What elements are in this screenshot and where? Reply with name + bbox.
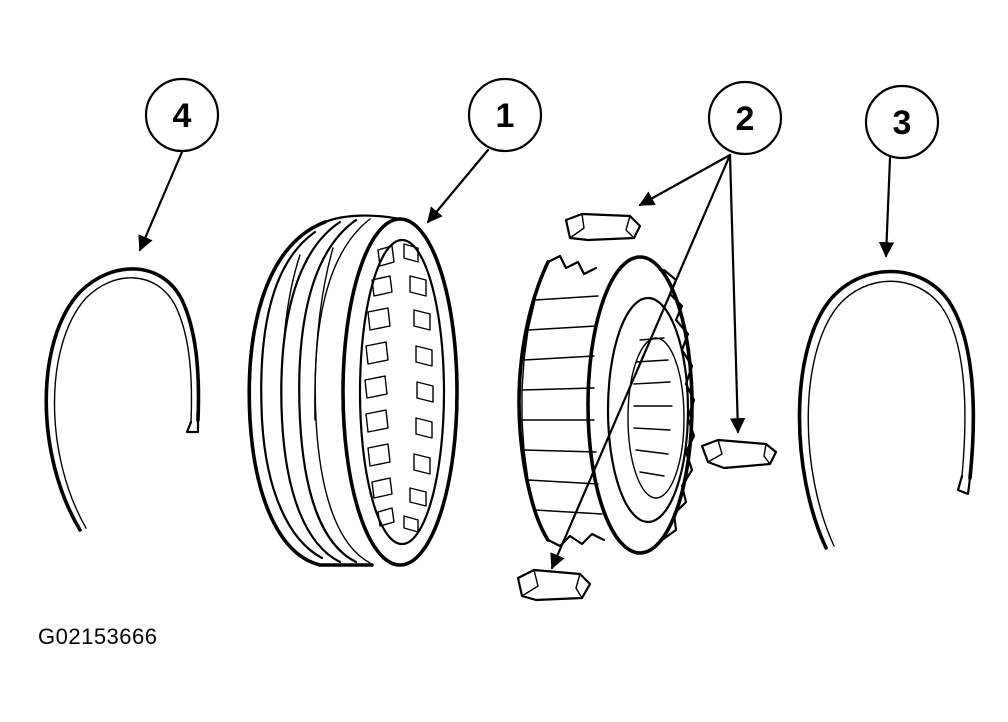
- synchronizer-insert-top-icon: [564, 212, 642, 242]
- synchronizer-insert-bottom-icon: [516, 568, 592, 602]
- callout-4-label: 4: [173, 97, 192, 135]
- callout-2-label: 2: [736, 100, 755, 138]
- synchronizer-sleeve-icon: [247, 214, 459, 567]
- callout-1: 1: [467, 77, 543, 153]
- synchronizer-hub-icon: [517, 254, 696, 555]
- leader-line-1: [426, 148, 490, 224]
- left-snap-ring-icon: [44, 267, 201, 532]
- leader-line-4: [138, 150, 184, 252]
- leader-lines-2: [550, 153, 746, 570]
- callout-3-label: 3: [893, 104, 912, 142]
- figure-id: G02153666: [38, 624, 158, 649]
- callout-2: 2: [707, 80, 783, 156]
- leader-line-3: [878, 156, 895, 258]
- right-snap-ring-icon: [797, 269, 976, 550]
- callout-3: 3: [864, 84, 940, 160]
- callout-1-label: 1: [496, 97, 515, 135]
- callout-4: 4: [144, 77, 220, 153]
- synchronizer-insert-right-icon: [700, 438, 778, 470]
